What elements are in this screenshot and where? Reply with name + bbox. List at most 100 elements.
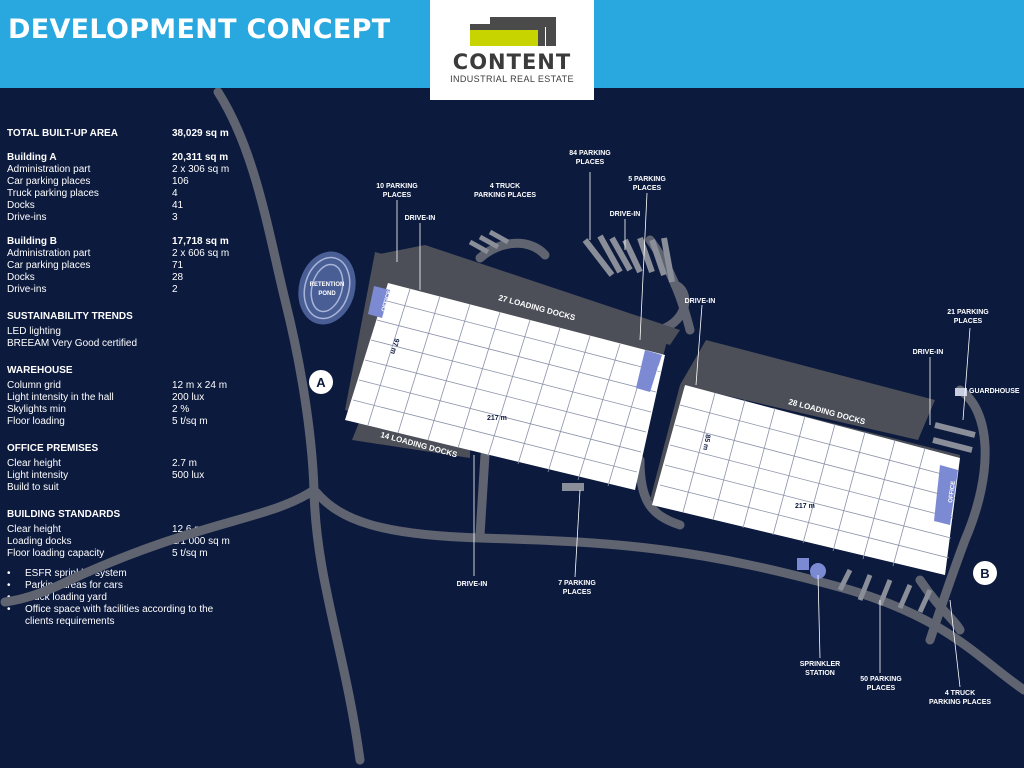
- dim-97-label: 97 m: [389, 337, 400, 354]
- building-a-area: 20,311 sq m: [172, 152, 229, 163]
- info-row: Light intensity in the hall 200 lux: [7, 392, 257, 404]
- drive-in-label-4: DRIVE-IN: [913, 349, 944, 356]
- info-row-value: 5 t/sq m: [172, 416, 208, 427]
- marker-a-label: A: [316, 375, 326, 390]
- dim-217-b-label: 217 m: [795, 503, 815, 510]
- building-a-title-row: Building A 20,311 sq m: [7, 152, 257, 164]
- info-row-label: Car parking places: [7, 260, 91, 271]
- info-row-value: 2.7 m: [172, 458, 198, 469]
- info-row-value: 12 m x 24 m: [172, 380, 228, 391]
- drive-in-label-1: DRIVE-IN: [405, 215, 436, 222]
- marker-a: [309, 370, 333, 394]
- info-row-label: Drive-ins: [7, 284, 47, 295]
- total-area-row: TOTAL BUILT-UP AREA 38,029 sq m: [7, 128, 257, 140]
- office-label-2: OFFICE: [652, 366, 664, 389]
- parking-7: [562, 483, 584, 491]
- info-row: Clear height 12.6 m: [7, 524, 257, 536]
- info-row-label: Clear height: [7, 524, 61, 535]
- info-row-value: 41: [172, 200, 184, 211]
- info-row-value: 3: [172, 212, 178, 223]
- info-row: Clear height 2.7 m: [7, 458, 257, 470]
- sustainability-heading: SUSTAINABILITY TRENDS: [7, 311, 133, 322]
- building-a-grid: [352, 288, 662, 487]
- list-item: BREEAM Very Good certified: [7, 338, 138, 349]
- info-row-label: Docks: [7, 200, 35, 211]
- parking-50: [837, 568, 933, 614]
- info-row: Drive-ins 3: [7, 212, 257, 224]
- office-label-1: OFFICE: [381, 290, 393, 313]
- info-row-label: Floor loading: [7, 416, 65, 427]
- total-area-label: TOTAL BUILT-UP AREA: [7, 128, 118, 139]
- warehouse-heading: WAREHOUSE: [7, 365, 73, 376]
- dim-85-label: 85 m: [701, 434, 711, 451]
- building-a: [345, 245, 680, 490]
- marker-b-label: B: [980, 566, 989, 581]
- info-row-value: 12.6 m: [172, 524, 203, 535]
- company-logo: CONTENT INDUSTRIAL REAL ESTATE: [430, 0, 594, 100]
- bullet-item: Parking areas for cars: [7, 580, 257, 592]
- leader-lines: [396, 172, 971, 688]
- list-item: LED lighting: [7, 326, 61, 337]
- info-row-label: Administration part: [7, 248, 91, 259]
- building-b-title: Building B: [7, 236, 57, 247]
- office-heading: OFFICE PREMISES: [7, 443, 99, 454]
- guardhouse: [955, 388, 967, 396]
- info-row-value: 2: [172, 284, 178, 295]
- info-row-value: 1/1 000 sq m: [172, 536, 230, 547]
- info-row-value: 200 lux: [172, 392, 205, 403]
- building-b: [650, 340, 960, 575]
- info-row-value: 2 x 306 sq m: [172, 164, 230, 175]
- standards-heading: BUILDING STANDARDS: [7, 509, 121, 520]
- info-row-label: Clear height: [7, 458, 61, 469]
- parking-84: [582, 234, 675, 283]
- total-area-value: 38,029 sq m: [172, 128, 229, 139]
- dim-217-a-label: 217 m: [487, 415, 507, 422]
- logo-mark-icon: [470, 17, 556, 46]
- info-row-label: Build to suit: [7, 482, 59, 493]
- info-row: Docks 41: [7, 200, 257, 212]
- truck-parking-top: [468, 229, 510, 255]
- info-row: Loading docks 1/1 000 sq m: [7, 536, 257, 548]
- info-row-value: 4: [172, 188, 178, 199]
- info-row: Floor loading 5 t/sq m: [7, 416, 257, 428]
- info-row-label: Docks: [7, 272, 35, 283]
- info-row: Administration part 2 x 606 sq m: [7, 248, 257, 260]
- guardhouse-label: GUARDHOUSE: [969, 388, 1020, 395]
- info-row-label: Loading docks: [7, 536, 72, 547]
- info-row-label: Light intensity: [7, 470, 69, 481]
- page-title: DEVELOPMENT CONCEPT: [8, 14, 391, 45]
- info-row: Drive-ins 2: [7, 284, 257, 296]
- retention-pond: [298, 251, 356, 325]
- drive-in-label-2: DRIVE-IN: [610, 211, 641, 218]
- logo-subtitle: INDUSTRIAL REAL ESTATE: [450, 74, 574, 84]
- info-row-label: Car parking places: [7, 176, 91, 187]
- info-panel: TOTAL BUILT-UP AREA 38,029 sq m Building…: [7, 128, 257, 628]
- info-row-label: Skylights min: [7, 404, 66, 415]
- info-row-label: Administration part: [7, 164, 91, 175]
- office-label-3: OFFICE: [948, 481, 957, 504]
- parking-21: [932, 422, 976, 453]
- bullet-item: clients requirements: [25, 616, 115, 627]
- info-row-label: Truck parking places: [7, 188, 99, 199]
- marker-b: [973, 561, 997, 585]
- info-row-label: Light intensity in the hall: [7, 392, 114, 403]
- info-row: Administration part 2 x 306 sq m: [7, 164, 257, 176]
- info-row: Truck parking places 4: [7, 188, 257, 200]
- building-a-title: Building A: [7, 152, 57, 163]
- info-row-value: 2 x 606 sq m: [172, 248, 230, 259]
- info-row-label: Drive-ins: [7, 212, 47, 223]
